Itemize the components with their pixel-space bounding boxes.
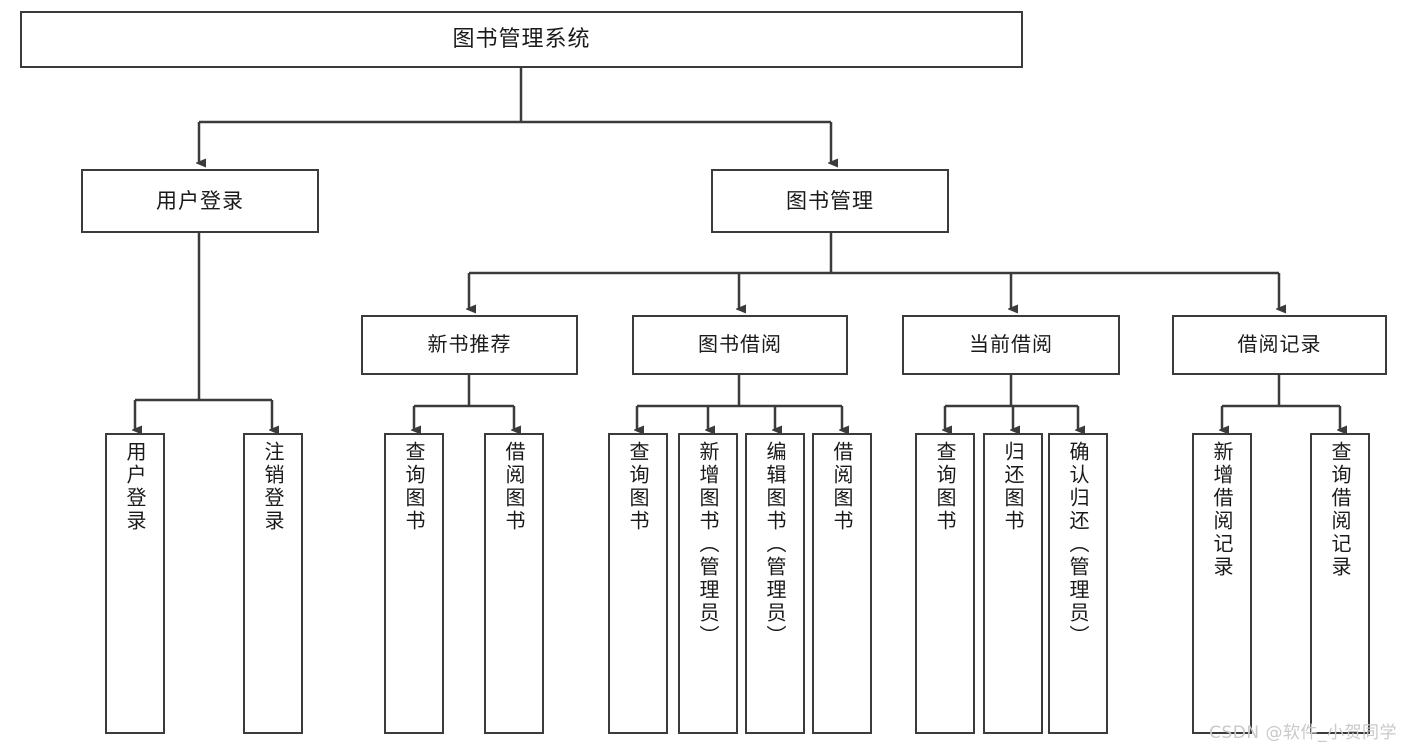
- node-current-borrow[interactable]: 当前借阅: [902, 315, 1120, 375]
- leaf-query-book-recommend[interactable]: 查询图书: [384, 433, 444, 734]
- node-new-book-recommend[interactable]: 新书推荐: [361, 315, 578, 375]
- node-label: 新书推荐: [427, 332, 512, 357]
- leaf-borrow-book-recommend[interactable]: 借阅图书: [484, 433, 544, 734]
- node-label: 图书借阅: [698, 332, 782, 357]
- node-label: 新增借阅记录: [1210, 441, 1234, 579]
- node-label: 编辑图书（管理员）: [763, 441, 787, 648]
- node-label: 归还图书: [1001, 441, 1025, 533]
- node-label: 查询图书: [626, 441, 650, 533]
- leaf-add-book-admin[interactable]: 新增图书（管理员）: [678, 433, 738, 734]
- node-root-book-management-system[interactable]: 图书管理系统: [20, 11, 1023, 68]
- node-label: 查询图书: [402, 441, 426, 533]
- node-label: 借阅图书: [830, 441, 854, 533]
- node-label: 图书管理: [786, 188, 874, 213]
- node-label: 新增图书（管理员）: [696, 441, 720, 648]
- leaf-logout-login[interactable]: 注销登录: [243, 433, 303, 734]
- node-label: 图书管理系统: [452, 26, 591, 52]
- leaf-add-borrow-record[interactable]: 新增借阅记录: [1192, 433, 1252, 734]
- node-label: 注销登录: [261, 441, 285, 533]
- leaf-query-book-borrow[interactable]: 查询图书: [608, 433, 668, 734]
- node-label: 用户登录: [156, 188, 244, 213]
- leaf-query-borrow-record[interactable]: 查询借阅记录: [1310, 433, 1370, 734]
- csdn-watermark: CSDN @软件_小贺同学: [1209, 723, 1397, 743]
- node-label: 借阅记录: [1237, 332, 1322, 357]
- node-borrow-record[interactable]: 借阅记录: [1172, 315, 1387, 375]
- node-label: 查询借阅记录: [1328, 441, 1352, 579]
- node-label: 查询图书: [933, 441, 957, 533]
- leaf-return-book[interactable]: 归还图书: [983, 433, 1043, 734]
- leaf-query-book-current[interactable]: 查询图书: [915, 433, 975, 734]
- node-label: 确认归还（管理员）: [1066, 441, 1090, 648]
- node-book-borrow[interactable]: 图书借阅: [632, 315, 848, 375]
- node-label: 借阅图书: [502, 441, 526, 533]
- node-book-management[interactable]: 图书管理: [711, 169, 949, 233]
- leaf-edit-book-admin[interactable]: 编辑图书（管理员）: [745, 433, 805, 734]
- leaf-confirm-return-admin[interactable]: 确认归还（管理员）: [1048, 433, 1108, 734]
- node-label: 当前借阅: [969, 332, 1053, 357]
- node-label: 用户登录: [123, 441, 147, 533]
- leaf-borrow-book[interactable]: 借阅图书: [812, 433, 872, 734]
- node-user-login[interactable]: 用户登录: [81, 169, 319, 233]
- leaf-user-login[interactable]: 用户登录: [105, 433, 165, 734]
